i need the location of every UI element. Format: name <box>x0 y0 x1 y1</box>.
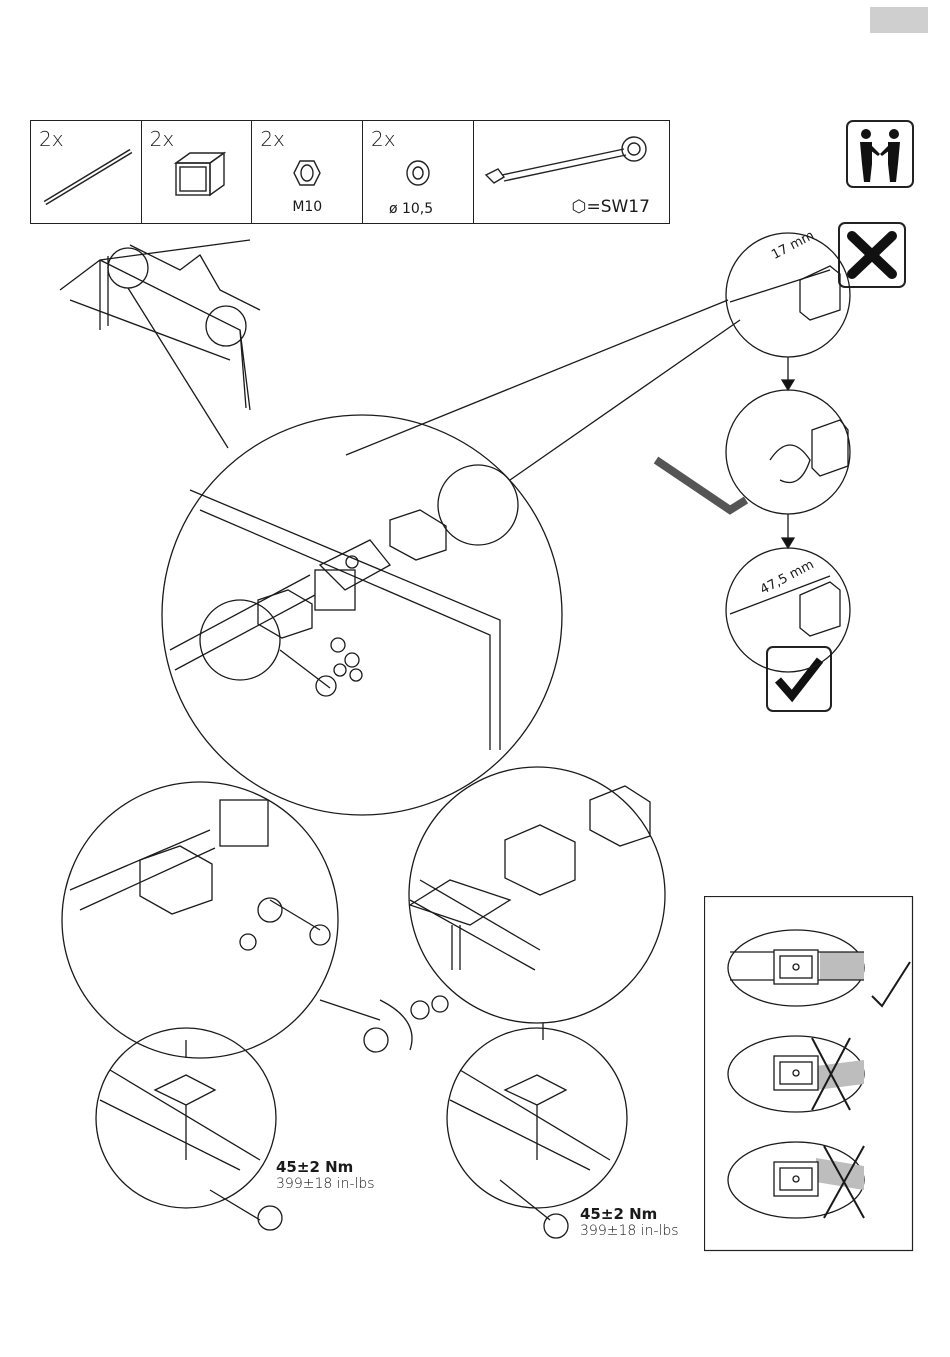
part-label: ø 10,5 <box>389 201 433 217</box>
part-cell-sleeve: 2x <box>142 121 253 223</box>
alignment-panel <box>704 896 914 1252</box>
page-tab <box>870 7 928 33</box>
parts-table: 2x 2x 2x M10 2x <box>30 120 670 224</box>
part-label: M10 <box>292 199 322 215</box>
two-person-icon <box>846 120 914 188</box>
part-cell-nut: 2x M10 <box>252 121 363 223</box>
part-cell-washer: 2x ø 10,5 <box>363 121 474 223</box>
torque-value: 45±2 Nm <box>580 1205 679 1223</box>
torque-value: 45±2 Nm <box>276 1158 375 1176</box>
part-cell-wrench: ⬡=SW17 <box>474 121 669 223</box>
connector-rod-icon <box>31 121 142 223</box>
bracket-sleeve-icon <box>142 121 253 223</box>
desk-frame-overview <box>60 240 260 410</box>
part-label: ⬡=SW17 <box>572 197 650 217</box>
allen-key-icon <box>650 450 651 451</box>
torque-imperial: 399±18 in-lbs <box>276 1176 375 1192</box>
detail-circle-lower-left <box>62 782 338 1058</box>
torque-label-right: 45±2 Nm 399±18 in-lbs <box>580 1205 679 1239</box>
torque-label-left: 45±2 Nm 399±18 in-lbs <box>276 1158 375 1192</box>
step-circle-3 <box>726 548 850 672</box>
detail-circle-main <box>162 415 562 815</box>
step-circle-2 <box>726 390 850 514</box>
torque-imperial: 399±18 in-lbs <box>580 1223 679 1239</box>
part-cell-rod: 2x <box>31 121 142 223</box>
detail-circle-lower-right <box>409 767 665 1023</box>
